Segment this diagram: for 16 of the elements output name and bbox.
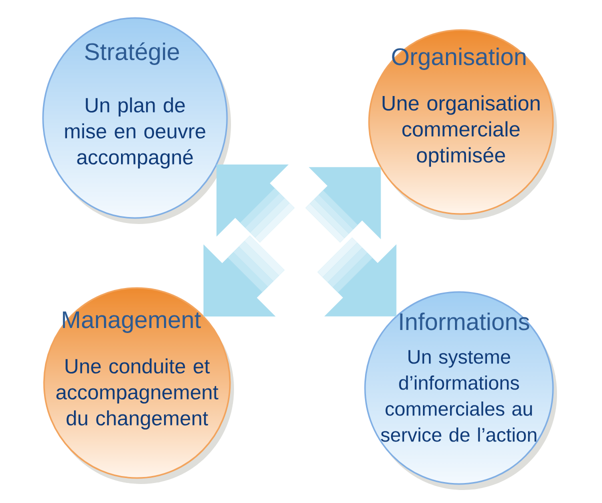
heading: Informations [400, 312, 530, 330]
description: Une organisation commerciale optimisée [382, 95, 540, 167]
description: Une conduite et accompagnement du changement [56, 358, 218, 430]
heading: Management [62, 311, 201, 333]
arrow [203, 235, 285, 317]
description: Un plan de mise en oeuvre accompagné [65, 97, 206, 169]
topic-circle [364, 291, 557, 490]
topic-circle [368, 29, 557, 220]
heading: Stratégie [85, 42, 179, 65]
topic-circle [42, 17, 231, 224]
arrow [305, 167, 381, 243]
arrow [216, 164, 295, 243]
heading: Organisation [392, 48, 526, 70]
topic-circle [43, 287, 234, 484]
arrow [317, 237, 396, 316]
description: Un systeme d’informations commerciales au service de l’action [380, 350, 536, 442]
